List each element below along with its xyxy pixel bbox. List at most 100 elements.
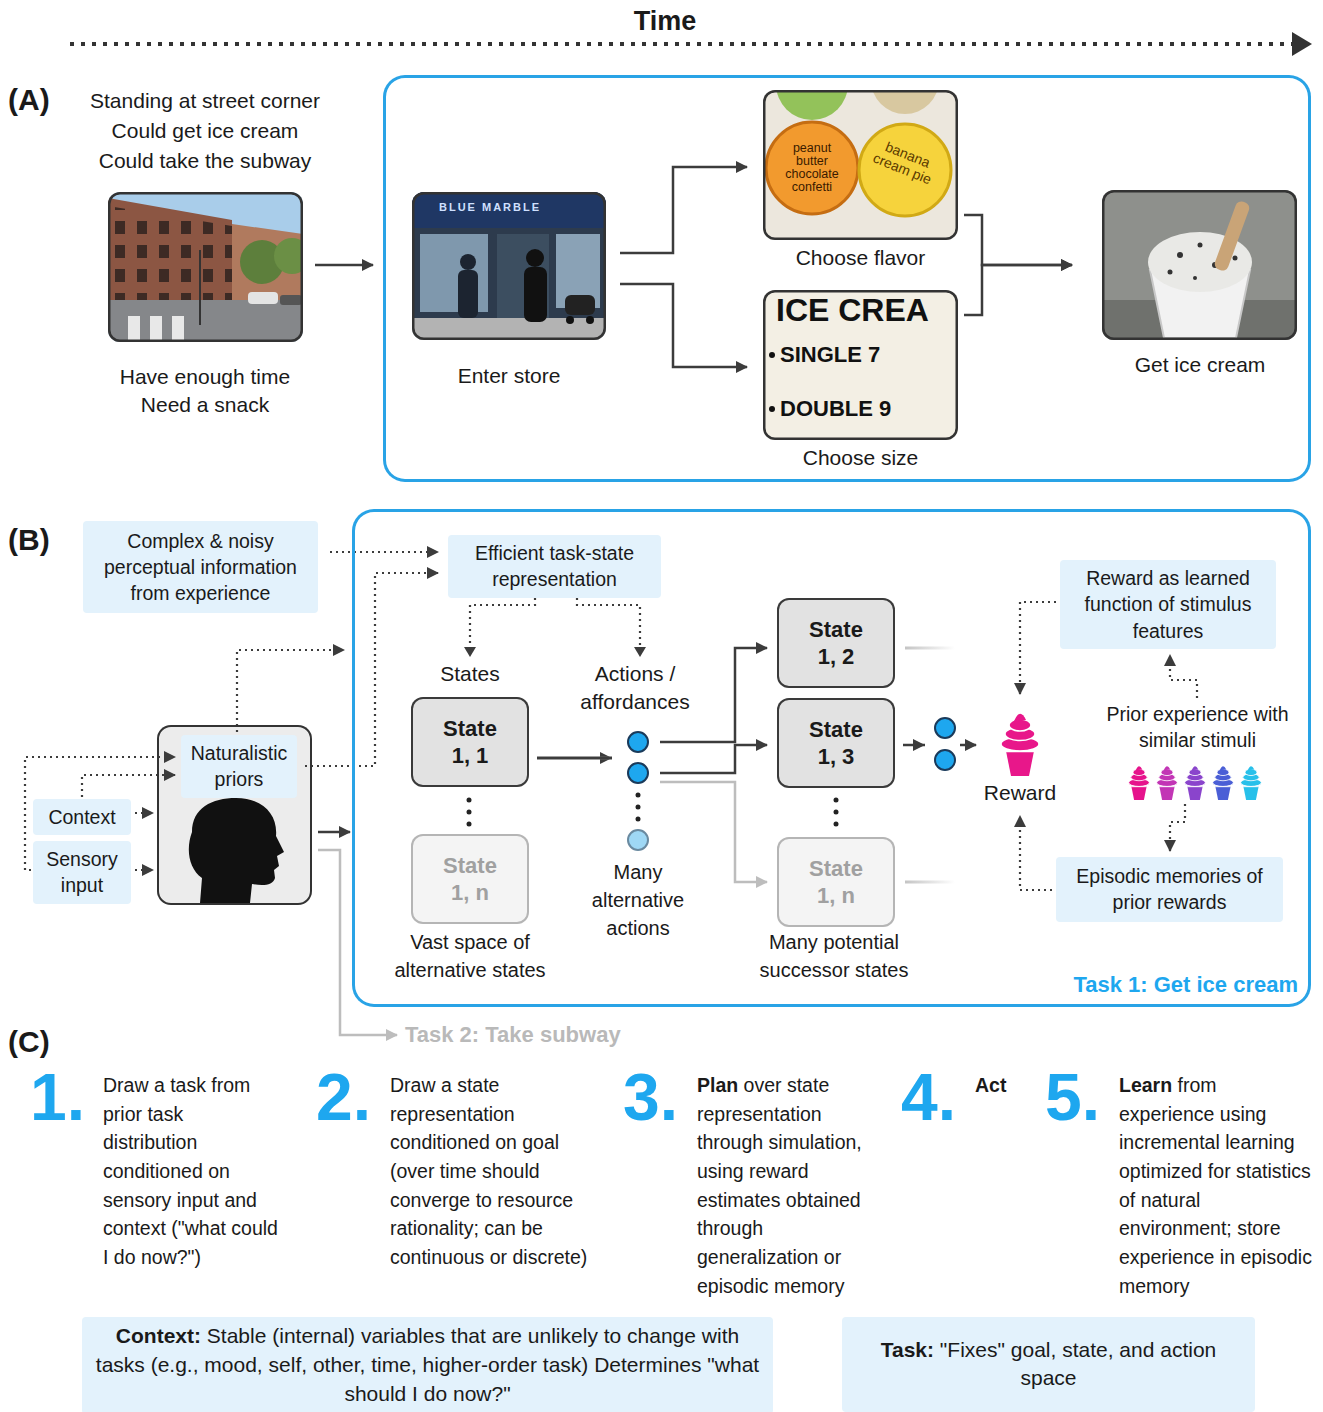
bold-run: Context: (116, 1324, 201, 1347)
connector (1170, 655, 1197, 698)
node-text: banana cream pie (863, 133, 946, 189)
connector (620, 167, 747, 253)
connector (1020, 816, 1052, 890)
reward-icon (1001, 714, 1039, 776)
connector (315, 264, 373, 267)
connector (1170, 804, 1185, 851)
action-dot (636, 817, 641, 822)
label-text: Actions / affordances (560, 660, 710, 717)
reward-node: Reward (978, 700, 1062, 810)
menu-board (763, 290, 958, 440)
stimulus-icon (1213, 766, 1234, 800)
connector (135, 812, 153, 814)
stroller-wheel (566, 316, 574, 324)
node-text: Sensory input (35, 846, 129, 899)
action-dot (636, 805, 641, 810)
person (524, 267, 547, 322)
node-text: Naturalistic priors (185, 740, 293, 793)
label-text: Act (975, 1071, 1035, 1100)
flavor-disc (776, 90, 848, 120)
street (108, 300, 303, 342)
arrowhead (464, 647, 476, 657)
label-text: 2. (316, 1064, 396, 1130)
node-text: BLUE MARBLE (430, 200, 550, 215)
dotted-leader (577, 592, 640, 649)
label-text: 5. (1045, 1064, 1125, 1130)
node-text: State 1, 2 (801, 616, 871, 671)
node-text: SINGLE 7 (780, 340, 950, 370)
connector (318, 850, 397, 1035)
connector (135, 869, 153, 871)
node-text: DOUBLE 9 (780, 394, 950, 424)
state-dot (834, 822, 839, 827)
node-text: Choose size (763, 444, 958, 472)
node-text: Episodic memories of prior rewards (1065, 863, 1275, 916)
car (248, 292, 278, 304)
dotted-leader (470, 592, 535, 649)
crosswalk (172, 316, 184, 342)
time-arrowhead (1292, 32, 1312, 56)
cookie-bit (1193, 276, 1197, 280)
stimulus-icon (1185, 766, 1206, 800)
action-circle-faded (628, 830, 648, 850)
label-text: 1. (30, 1064, 110, 1130)
state-box-faded: State 1, n (777, 837, 895, 927)
size-photo (763, 290, 958, 440)
connector (237, 650, 344, 732)
definition-box: Task: "Fixes" goal, state, and action sp… (842, 1317, 1255, 1412)
label-text: States (411, 660, 529, 688)
label-text: Plan over state representation through s… (697, 1071, 889, 1300)
node-text: Task 1: Get ice cream (1000, 970, 1298, 1000)
sidewalk (412, 318, 606, 340)
node-text: Reward (978, 779, 1062, 807)
sky (108, 192, 303, 342)
head-silhouette (189, 798, 284, 903)
label-text: Draw a task from prior task distribution… (103, 1071, 281, 1272)
door (497, 234, 549, 324)
node-text: Task 2: Take subway (405, 1020, 675, 1050)
node-text: Reward as learned function of stimulus f… (1068, 565, 1268, 644)
agent-box: Naturalistic priors (157, 725, 312, 905)
label-text: Draw a state representation conditioned … (390, 1071, 605, 1272)
time-axis (70, 42, 1292, 46)
state-box: State 1, 1 (411, 697, 529, 787)
connector (964, 215, 1072, 265)
label-text: Many alternative actions (570, 858, 706, 942)
tree (274, 238, 303, 274)
bold-run: Plan (697, 1074, 738, 1096)
label-text: Time (590, 3, 740, 39)
connector (964, 265, 1072, 315)
bold-run: Task: (881, 1338, 934, 1361)
fading-line (905, 647, 955, 650)
state-dot (834, 798, 839, 803)
state-dot (834, 810, 839, 815)
store-photo (412, 192, 606, 340)
crosswalk (128, 316, 140, 342)
photo-node: Get ice cream (1102, 190, 1297, 340)
person (458, 270, 478, 318)
connector (1020, 602, 1056, 694)
person (460, 254, 476, 270)
state-dot (467, 810, 472, 815)
flavor-disc (871, 90, 939, 114)
node-text: State 1, n (801, 855, 871, 910)
action-circle (628, 732, 648, 752)
label-text: Vast space of alternative states (375, 928, 565, 984)
label-text: (C) (8, 1022, 78, 1063)
node-text: State 1, 3 (801, 716, 871, 771)
stimuli-node: Prior experience with similar stimuli (1090, 700, 1305, 802)
connector (318, 831, 350, 834)
node-text: Enter store (412, 362, 606, 390)
node-text: Choose flavor (763, 244, 958, 272)
state-dot (467, 798, 472, 803)
state-box-faded: State 1, n (411, 834, 529, 924)
stimulus-icon (1129, 766, 1150, 800)
state-box: State 1, 3 (777, 698, 895, 788)
stroller (565, 295, 595, 315)
node-text: Task: "Fixes" goal, state, and action sp… (851, 1336, 1246, 1393)
bold-run: Learn (1119, 1074, 1172, 1096)
info-box: Complex & noisy perceptual information f… (83, 521, 318, 613)
background (1102, 190, 1297, 340)
spoon (1213, 200, 1251, 272)
